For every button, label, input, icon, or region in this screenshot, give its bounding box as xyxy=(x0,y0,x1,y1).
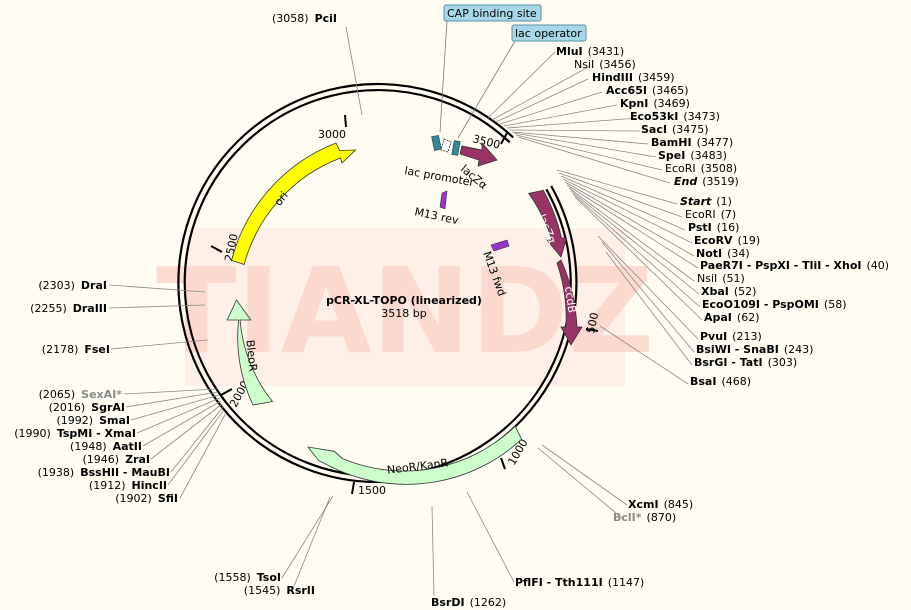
site-label-xcmi: XcmI(845) xyxy=(628,498,693,511)
lac-operator-box: lac operator xyxy=(511,24,587,42)
site-label-bsshii: (1938)BssHII - MauBI xyxy=(38,466,170,479)
site-label-pvui: PvuI(213) xyxy=(700,330,762,343)
lac-operator-marker xyxy=(451,140,461,156)
cap-site-marker xyxy=(431,134,442,151)
site-label-sexai: (2065)SexAI* xyxy=(39,388,123,401)
site-label-ecori-7: EcoRI(7) xyxy=(685,208,736,221)
position-ticks xyxy=(210,114,599,495)
site-label-eco53ki: Eco53kI(3473) xyxy=(630,110,720,123)
svg-text:lac operator: lac operator xyxy=(515,27,582,40)
site-label-fsei: (2178)FseI xyxy=(42,343,110,356)
tick-label: 1500 xyxy=(358,484,386,497)
site-label-bsai: BsaI(468) xyxy=(690,375,751,388)
site-label-ecori-3508: EcoRI(3508) xyxy=(665,162,737,175)
site-label-bsrgi: BsrGI - TatI(303) xyxy=(694,356,797,369)
plasmid-name: pCR-XL-TOPO (linearized) xyxy=(326,294,482,307)
site-label-draiii: (2255)DraIII xyxy=(30,302,107,315)
lacz-alpha-arrow-2 xyxy=(528,189,568,258)
cap-binding-site-box: CAP binding site xyxy=(443,4,542,22)
plasmid-size: 3518 bp xyxy=(381,307,426,320)
site-label-sfii: (1902)SfiI xyxy=(115,492,178,505)
site-leaders xyxy=(108,26,703,597)
site-label-ecoo109i: EcoO109I - PspOMI(58) xyxy=(702,298,847,311)
site-label-bcli: BclI*(870) xyxy=(613,511,676,524)
site-label-bsrdi: BsrDI(1262) xyxy=(431,596,506,609)
site-label-start: Start(1) xyxy=(680,195,732,208)
site-label-smai: (1992)SmaI xyxy=(57,414,130,427)
site-label-bsiwi: BsiWI - SnaBI(243) xyxy=(696,343,813,356)
site-label-kpni: KpnI(3469) xyxy=(620,97,690,110)
site-labels: (3058)PciI MluI(3431) NsiI(3456) HindIII… xyxy=(14,12,889,609)
backbone-outer xyxy=(177,82,578,484)
site-label-spei: SpeI(3483) xyxy=(658,149,727,162)
site-label-apai: ApaI(62) xyxy=(704,311,760,324)
site-label-mlui: MluI(3431) xyxy=(556,45,624,58)
neor-kanr-arrow xyxy=(307,425,523,485)
lacz-alpha-arrow-1 xyxy=(459,141,498,167)
site-label-sgrai: (2016)SgrAI xyxy=(49,401,125,414)
site-label-pcii: (3058)PciI xyxy=(272,12,337,25)
site-label-hindiii: HindIII(3459) xyxy=(592,71,675,84)
watermark-box xyxy=(185,228,625,386)
site-label-tspmi: (1990)TspMI - XmaI xyxy=(14,427,136,440)
ccdb-label: ccdB xyxy=(562,286,579,314)
m13-rev-label: M13 rev xyxy=(413,205,460,227)
site-label-bamhi: BamHI(3477) xyxy=(651,136,733,149)
site-label-psti: PstI(16) xyxy=(688,221,739,234)
site-label-paer7i: PaeR7I - PspXI - TliI - XhoI(40) xyxy=(700,259,889,272)
site-label-zrai: (1946)ZraI xyxy=(83,453,151,466)
svg-text:CAP binding site: CAP binding site xyxy=(447,7,537,20)
site-label-saci: SacI(3475) xyxy=(641,123,709,136)
bleor-label: BleoR xyxy=(243,339,259,372)
site-label-aatii: (1948)AatII xyxy=(70,440,142,453)
tick-label: 500 xyxy=(584,311,601,334)
site-label-nsii-51: NsiI(51) xyxy=(697,272,745,285)
site-label-end: End(3519) xyxy=(674,175,739,188)
site-label-nsii: NsiI(3456) xyxy=(574,58,636,71)
m13-fwd-marker xyxy=(490,239,510,252)
site-label-pflfi: PflFI - Tth111I(1147) xyxy=(515,576,644,589)
site-label-noti: NotI(34) xyxy=(696,247,750,260)
site-label-rsrii: (1545)RsrII xyxy=(244,584,315,597)
site-label-acc65i: Acc65I(3465) xyxy=(606,84,689,97)
lac-operator-leader xyxy=(457,40,516,139)
bleor-arrow xyxy=(226,299,274,406)
lac-promoter-marker xyxy=(440,138,452,153)
ccdb-arrow xyxy=(556,259,583,346)
backbone-inner xyxy=(183,89,572,478)
site-label-ecorv: EcoRV(19) xyxy=(694,234,760,247)
site-label-hincii: (1912)HincII xyxy=(89,479,167,492)
site-label-xbai: XbaI(52) xyxy=(701,285,756,298)
site-label-drai: (2303)DraI xyxy=(38,279,107,292)
tick-label: 3000 xyxy=(318,128,346,141)
cap-binding-site-leader xyxy=(439,20,448,133)
m13-rev-marker xyxy=(439,190,448,210)
site-label-tsoi: (1558)TsoI xyxy=(214,571,281,584)
ori-arrow xyxy=(231,142,357,266)
